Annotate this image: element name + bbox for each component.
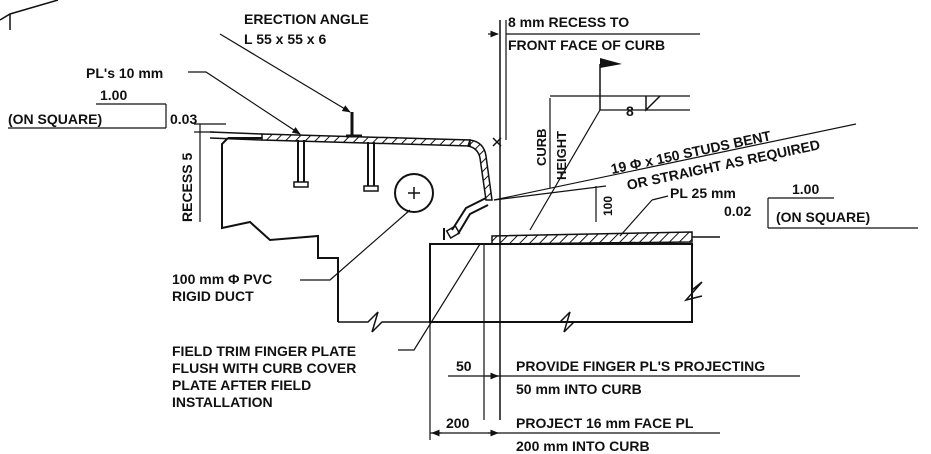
slope-left-value: 0.03 <box>170 111 197 127</box>
dimension-200 <box>429 322 720 440</box>
plate-25mm-leader <box>619 195 669 237</box>
erection-angle-label-line2: L 55 x 55 x 6 <box>244 31 326 47</box>
slope-left-numerator: 1.00 <box>100 87 127 103</box>
studs-leader <box>493 123 857 201</box>
right-curb-block <box>429 236 720 323</box>
left-deck-concrete <box>221 137 445 322</box>
field-trim-label-line2: FLUSH WITH CURB COVER <box>172 360 356 376</box>
pvc-duct <box>394 173 434 213</box>
slope-symbol-left <box>8 103 167 129</box>
height-label: HEIGHT <box>554 131 569 180</box>
curb-height-dimension <box>492 95 690 188</box>
right-cover-plate <box>491 231 693 245</box>
recess-5-label: RECESS 5 <box>179 153 195 222</box>
corner-fragment <box>0 0 59 30</box>
finger-plates-label-line1: PROVIDE FINGER PL'S PROJECTING <box>516 358 765 374</box>
field-trim-label-line4: INSTALLATION <box>172 394 273 410</box>
anchor-studs-left <box>293 140 379 192</box>
field-trim-label-line3: PLATE AFTER FIELD <box>172 377 311 393</box>
dimension-200-label: 200 <box>446 415 470 431</box>
erection-angle <box>219 33 362 138</box>
recess-5-dimension <box>194 123 226 222</box>
recess-8mm-label-line2: FRONT FACE OF CURB <box>508 37 665 53</box>
weld-size-label: 8 <box>626 103 634 119</box>
slope-symbol-right <box>767 197 918 229</box>
slope-right-on-square: (ON SQUARE) <box>776 209 870 225</box>
slope-right-numerator: 1.00 <box>792 181 819 197</box>
bent-studs <box>445 197 489 239</box>
left-armor-plate <box>209 131 493 201</box>
slope-left-on-square: (ON SQUARE) <box>8 111 102 127</box>
duct-leader <box>300 209 411 281</box>
plates-10mm-label: PL's 10 mm <box>86 65 163 81</box>
recess-8mm-label-line1: 8 mm RECESS TO <box>508 14 629 30</box>
field-trim-leader <box>398 243 481 351</box>
curb-label: CURB <box>534 128 549 166</box>
weld-symbol <box>529 58 690 231</box>
slope-right-value: 0.02 <box>724 203 751 219</box>
finger-plates-label-line2: 50 mm INTO CURB <box>516 381 642 397</box>
project-plate-label-line2: 200 mm INTO CURB <box>516 438 650 454</box>
field-trim-label-line1: FIELD TRIM FINGER PLATE <box>172 343 356 359</box>
plates-10mm-leader <box>188 71 301 135</box>
project-plate-label-line1: PROJECT 16 mm FACE PL <box>516 415 694 431</box>
dimension-100-label: 100 <box>601 196 615 216</box>
dimension-50-label: 50 <box>456 358 472 374</box>
duct-label-line1: 100 mm Φ PVC <box>172 271 272 287</box>
curb-centerline <box>483 20 507 420</box>
plate-25mm-label: PL 25 mm <box>670 185 736 201</box>
duct-label-line2: RIGID DUCT <box>172 288 254 304</box>
bottom-break-line <box>338 311 692 333</box>
erection-angle-label-line1: ERECTION ANGLE <box>244 11 369 27</box>
